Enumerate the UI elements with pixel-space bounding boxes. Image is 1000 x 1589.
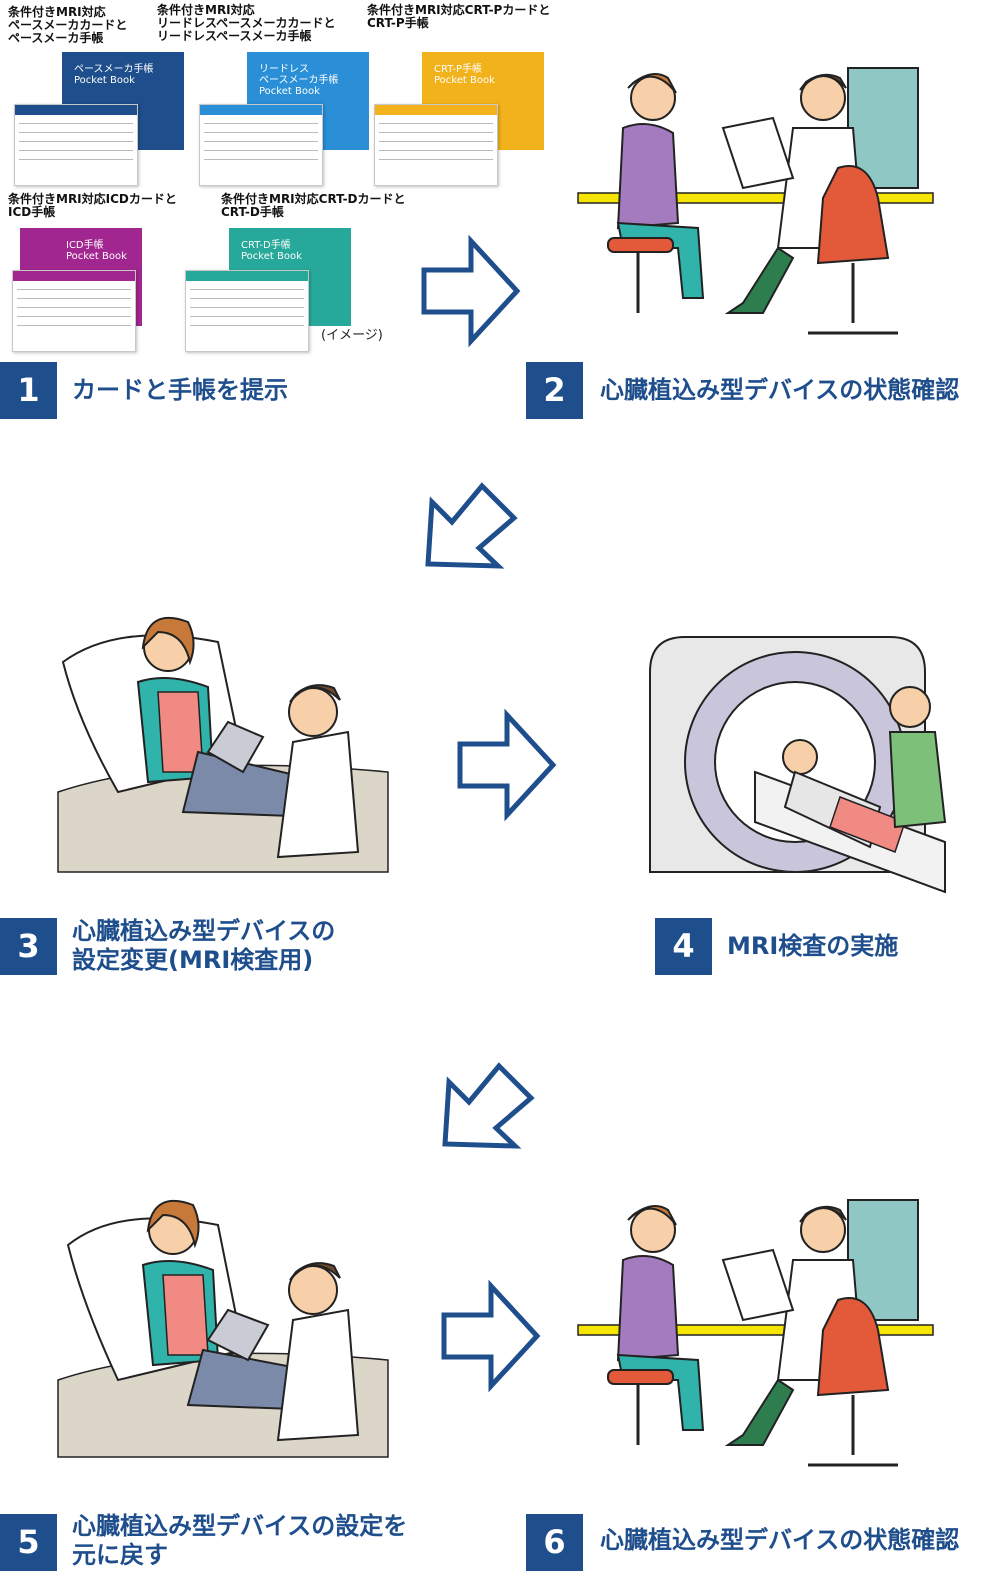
caption-leadless-card: 条件付きMRI対応 リードレスペースメーカカードと リードレスペースメーカ手帳 [157,3,336,43]
step-2-label: 心臓植込み型デバイスの状態確認 [600,376,960,404]
icd-book-title: ICD手帳 Pocket Book [66,240,127,262]
leadless-book-title: リードレス ペースメーカ手帳 Pocket Book [259,64,339,97]
crtd-book-title: CRT-D手帳 Pocket Book [241,240,302,262]
step-5-number: 5 [0,1514,57,1571]
icd-card [12,270,136,352]
step-3-label: 心臓植込み型デバイスの 設定変更(MRI検査用) [72,917,336,974]
caption-crtd-card: 条件付きMRI対応CRT-Dカードと CRT-D手帳 [221,192,406,219]
image-note: (イメージ) [321,328,383,343]
step-1-number: 1 [0,362,57,419]
step-6-label: 心臓植込み型デバイスの状態確認 [600,1526,960,1554]
crtd-card [185,270,309,352]
crtp-card [374,104,498,186]
arrow-down-left-icon [442,1062,535,1149]
consultation-illustration [577,67,934,335]
arrow-right-icon [457,708,557,822]
step-4-number: 4 [655,918,712,975]
pm-book-title: ペースメーカ手帳 Pocket Book [74,64,154,86]
step-6-number: 6 [526,1514,583,1571]
caption-pm-card: 条件付きMRI対応 ペースメーカカードと ペースメーカ手帳 [8,5,128,45]
step-2-number: 2 [526,362,583,419]
caption-crtp-card: 条件付きMRI対応CRT-Pカードと CRT-P手帳 [367,3,551,30]
device-programming-illustration [57,617,389,873]
step-4-label: MRI検査の実施 [727,932,899,960]
arrow-down-left-icon [425,482,518,569]
mri-scan-illustration [649,636,947,894]
pm-card [14,104,138,186]
crtp-book-title: CRT-P手帳 Pocket Book [434,64,495,86]
step-5-label: 心臓植込み型デバイスの設定を 元に戻す [72,1512,408,1569]
step-3-number: 3 [0,918,57,975]
step-1-label: カードと手帳を提示 [72,376,288,404]
arrow-right-icon [421,234,521,348]
caption-icd-card: 条件付きMRI対応ICDカードと ICD手帳 [8,192,177,219]
followup-consultation-illustration [577,1199,934,1467]
arrow-right-icon [441,1279,541,1393]
leadless-card [199,104,323,186]
device-reset-illustration [57,1200,389,1458]
